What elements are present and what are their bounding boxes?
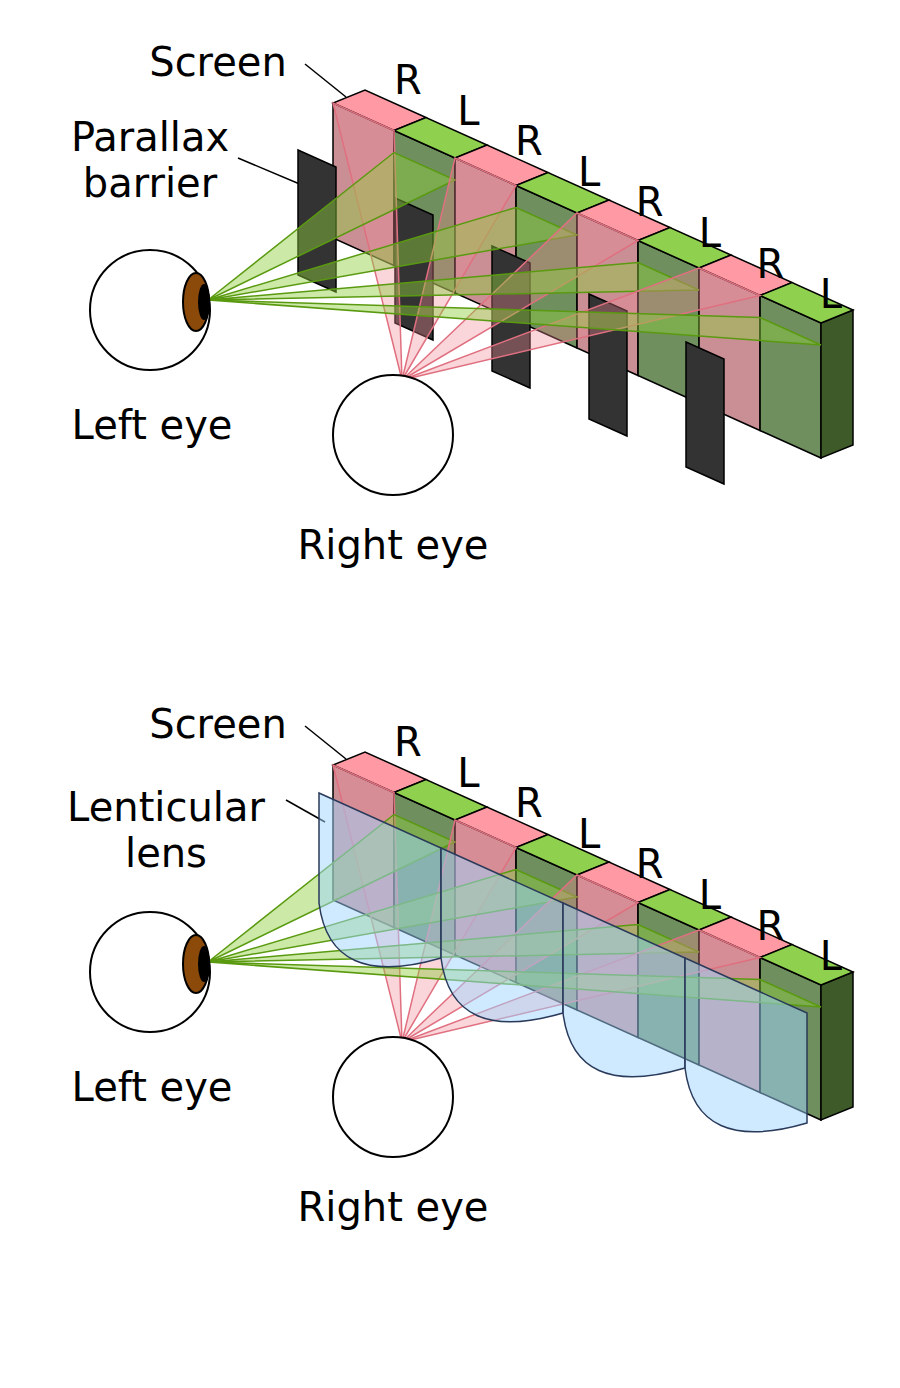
leader-line: [305, 64, 346, 97]
lenticular-lens: [441, 848, 563, 1022]
lens-label: Lenticular lens: [41, 784, 291, 876]
eye-label: Right eye: [298, 1184, 489, 1230]
left-ray: [208, 263, 699, 301]
pixel-tag: R: [636, 179, 664, 225]
left-ray: [208, 300, 821, 345]
iris: [183, 935, 209, 993]
right-eye: [333, 375, 453, 495]
pixel-tag: L: [578, 149, 600, 195]
eye-label: Right eye: [298, 522, 489, 568]
pixel-tag: R: [756, 903, 784, 949]
pupil: [198, 946, 210, 982]
pixel-tag: R: [756, 241, 784, 287]
pixel-tag: R: [636, 841, 664, 887]
pixel-tag: R: [515, 118, 543, 164]
pixel-tag: L: [820, 271, 842, 317]
iris: [183, 273, 209, 331]
screen-face: [760, 296, 821, 459]
barrier-slat: [686, 342, 724, 484]
barrier-label: Parallax barrier: [25, 114, 275, 206]
pixel-tag: L: [820, 933, 842, 979]
screen-end: [821, 310, 853, 458]
lenticular-lens: [685, 958, 807, 1132]
screen-label: Screen: [149, 39, 287, 85]
left-eye: [90, 912, 210, 1032]
left-eye: [90, 250, 210, 370]
right-eye: [333, 1037, 453, 1157]
lenticular-lens: [563, 903, 685, 1077]
pixel-tag: L: [699, 872, 721, 918]
pixel-tag: R: [394, 57, 422, 103]
pixel-tag: L: [457, 88, 479, 134]
leader-line: [305, 726, 346, 759]
right-ray: [402, 213, 638, 380]
leader-line: [238, 158, 302, 185]
pixel-tag: L: [699, 210, 721, 256]
right-ray: [333, 103, 402, 380]
screen-end: [821, 972, 853, 1120]
lenticular-lens: [319, 793, 441, 967]
pixel-tag: R: [515, 780, 543, 826]
eye-label: Left eye: [72, 1064, 233, 1110]
pupil: [198, 284, 210, 320]
pixel-tag: R: [394, 719, 422, 765]
pixel-tag: L: [457, 750, 479, 796]
screen-label: Screen: [149, 701, 287, 747]
eye-label: Left eye: [72, 402, 233, 448]
pixel-tag: L: [578, 811, 600, 857]
